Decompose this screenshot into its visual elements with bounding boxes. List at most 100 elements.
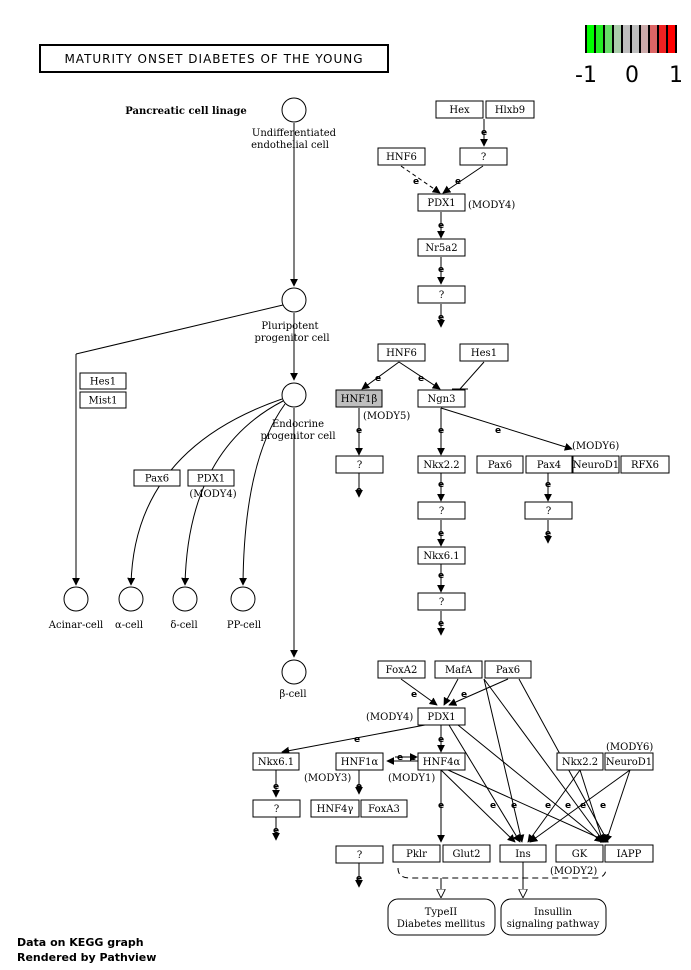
- gene-node-pax4[interactable]: Pax4: [525, 455, 573, 474]
- edge-label-e: e: [545, 529, 551, 539]
- gene-node-hlxb9[interactable]: Hlxb9: [485, 100, 535, 119]
- edge-label-e: e: [438, 801, 444, 811]
- gene-box: [417, 752, 466, 771]
- cell-acinar[interactable]: [63, 586, 89, 612]
- gene-node-mist1[interactable]: Mist1: [79, 391, 127, 409]
- gene-node-hes1-b[interactable]: Hes1: [459, 343, 509, 362]
- gene-box: [335, 845, 384, 864]
- gene-node-q8[interactable]: ?: [335, 845, 384, 864]
- gene-box: [417, 546, 466, 565]
- gene-node-q5[interactable]: ?: [417, 592, 466, 611]
- gene-box: [417, 238, 466, 257]
- gene-node-ins[interactable]: Ins: [499, 844, 547, 863]
- gene-node-pklr[interactable]: Pklr: [392, 844, 441, 863]
- gene-node-ngn3[interactable]: Ngn3: [417, 389, 466, 408]
- gene-node-iapp[interactable]: IAPP: [604, 844, 654, 863]
- gene-node-nkx22-a[interactable]: Nkx2.2: [417, 455, 466, 474]
- gene-node-rfx6[interactable]: RFX6: [620, 455, 670, 474]
- gene-node-foxa3[interactable]: FoxA3: [360, 799, 408, 818]
- mody-label: (MODY6): [606, 742, 653, 753]
- cell-label-pp: PP-cell: [227, 620, 261, 631]
- gene-label: FoxA2: [386, 665, 418, 676]
- gene-label: Nkx6.1: [258, 757, 294, 768]
- gene-label: ?: [439, 290, 444, 301]
- gene-label: PDX1: [427, 198, 455, 209]
- gene-node-pdx1-c[interactable]: PDX1: [417, 707, 466, 726]
- gene-box: [459, 147, 508, 166]
- gene-node-neurod1-a[interactable]: NeuroD1: [572, 455, 620, 474]
- gene-label: ?: [274, 804, 279, 815]
- gene-node-nr5a2[interactable]: Nr5a2: [417, 238, 466, 257]
- gene-node-mafa[interactable]: MafA: [434, 660, 483, 679]
- gene-node-q1[interactable]: ?: [459, 147, 508, 166]
- gene-node-hnf1a[interactable]: HNF1α: [335, 752, 384, 771]
- gene-label: Nr5a2: [425, 243, 457, 254]
- gene-node-hnf4a[interactable]: HNF4α: [417, 752, 466, 771]
- gene-box: [79, 391, 127, 409]
- gene-node-pdx1-b[interactable]: PDX1: [417, 193, 466, 212]
- gene-box: [392, 844, 441, 863]
- gene-node-nkx61-a[interactable]: Nkx6.1: [417, 546, 466, 565]
- gene-node-q3[interactable]: ?: [335, 455, 384, 474]
- gene-node-q6[interactable]: ?: [524, 501, 573, 520]
- pathway-insulin-signaling[interactable]: Insullin signaling pathway: [500, 898, 607, 936]
- cell-undifferentiated[interactable]: [281, 97, 307, 123]
- gene-label: HNF4α: [423, 757, 461, 768]
- gene-node-q4[interactable]: ?: [417, 501, 466, 520]
- edge-label-e: e: [438, 313, 444, 323]
- gene-node-hes1-a[interactable]: Hes1: [79, 372, 127, 390]
- cell-alpha[interactable]: [118, 586, 144, 612]
- gene-label: Pax4: [537, 460, 561, 471]
- gene-node-q7[interactable]: ?: [252, 799, 301, 818]
- gene-node-neurod1-b[interactable]: NeuroD1: [604, 752, 654, 771]
- gene-label: Hes1: [90, 377, 116, 388]
- gene-label: Glut2: [452, 849, 480, 860]
- pathway-label: Diabetes mellitus: [397, 919, 485, 930]
- gene-node-hnf1b[interactable]: HNF1β: [335, 389, 383, 408]
- gene-node-pax6-b[interactable]: Pax6: [476, 455, 524, 474]
- gene-box: [187, 469, 235, 487]
- pathway-label: signaling pathway: [507, 919, 600, 930]
- gene-node-foxa2[interactable]: FoxA2: [377, 660, 426, 679]
- gene-label: Ngn3: [428, 394, 456, 405]
- edge-label-e: e: [356, 486, 362, 496]
- gene-node-glut2[interactable]: Glut2: [442, 844, 491, 863]
- gene-node-pdx1-a[interactable]: PDX1: [187, 469, 235, 487]
- cell-label-pluri-2: progenitor cell: [254, 333, 329, 344]
- gene-node-q2[interactable]: ?: [417, 285, 466, 304]
- gene-node-nkx22-b[interactable]: Nkx2.2: [556, 752, 604, 771]
- cell-delta[interactable]: [172, 586, 198, 612]
- mody-label: (MODY2): [550, 866, 597, 877]
- edge-label-e: e: [413, 177, 419, 187]
- scale-label-max: 1: [669, 63, 683, 88]
- gene-node-pax6-c[interactable]: Pax6: [484, 660, 532, 679]
- scale-swatch: [604, 25, 613, 53]
- gene-node-pax6-a[interactable]: Pax6: [133, 469, 181, 487]
- cell-label-undiff-1: Undifferentiated: [252, 128, 337, 139]
- gene-node-hex[interactable]: Hex: [435, 100, 484, 119]
- pathway-label: Insullin: [534, 907, 573, 918]
- gene-node-hnf4g[interactable]: HNF4γ: [310, 799, 360, 818]
- pathway-type2-diabetes[interactable]: TypeII Diabetes mellitus: [387, 898, 496, 936]
- gene-label: MafA: [445, 665, 473, 676]
- gene-node-hnf6-b[interactable]: HNF6: [377, 343, 426, 362]
- edge-label-e: e: [511, 801, 517, 811]
- cell-label-alpha: α-cell: [115, 620, 143, 631]
- gene-node-nkx61-b[interactable]: Nkx6.1: [252, 752, 300, 771]
- gene-node-hnf6-a[interactable]: HNF6: [377, 147, 426, 166]
- cell-label-undiff-2: endothelial cell: [251, 140, 329, 151]
- edge-label-e: e: [438, 529, 444, 539]
- cell-pluripotent[interactable]: [281, 287, 307, 313]
- gene-node-gk[interactable]: GK: [555, 844, 604, 863]
- gene-box: [525, 455, 573, 474]
- gene-label: Hlxb9: [495, 105, 525, 116]
- cell-beta[interactable]: [281, 659, 307, 685]
- cell-endocrine[interactable]: [281, 382, 307, 408]
- gene-box: [604, 752, 654, 771]
- gene-label: PDX1: [427, 712, 455, 723]
- cell-pp[interactable]: [230, 586, 256, 612]
- gene-label: ?: [546, 506, 551, 517]
